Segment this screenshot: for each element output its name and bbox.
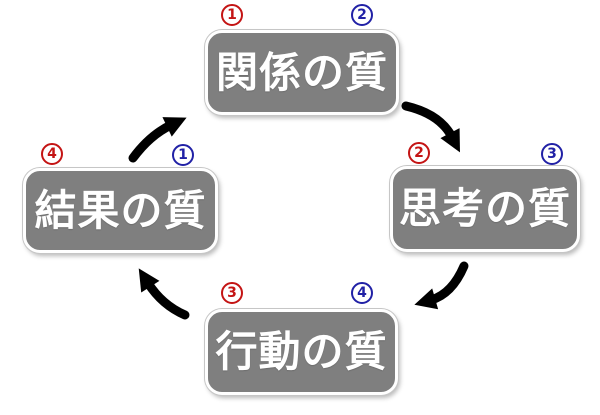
red-number-action: 3	[221, 282, 243, 304]
node-result-label: 結果の質	[34, 185, 207, 235]
node-action-label: 行動の質	[215, 327, 388, 376]
node-relationship: 関係の質	[205, 30, 399, 115]
blue-number-action: 4	[351, 282, 373, 304]
arrow-relationship-to-thinking-icon	[401, 101, 461, 153]
arrow-action-to-result-icon	[138, 268, 190, 320]
arrow-thinking-to-action-icon	[414, 261, 469, 310]
node-relationship-label: 関係の質	[215, 47, 388, 97]
node-result: 結果の質	[23, 168, 218, 253]
red-number-result: 4	[41, 143, 63, 165]
node-thinking-label: 思考の質	[398, 184, 571, 233]
blue-number-result: 1	[172, 144, 194, 166]
arrow-result-to-relationship-icon	[128, 117, 187, 163]
blue-number-thinking: 3	[541, 143, 563, 165]
blue-number-relationship: 2	[351, 4, 373, 26]
node-thinking: 思考の質	[390, 166, 580, 252]
node-action: 行動の質	[205, 309, 398, 395]
red-number-relationship: 1	[221, 4, 243, 26]
red-number-thinking: 2	[408, 142, 430, 164]
